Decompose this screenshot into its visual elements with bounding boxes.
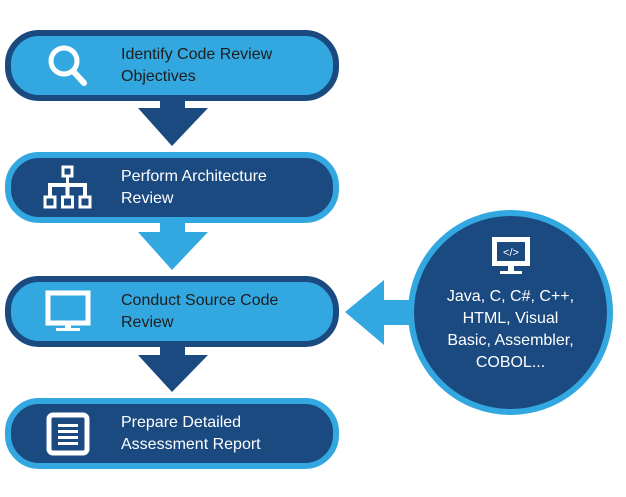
step-label: Prepare Detailed Assessment Report xyxy=(121,413,261,453)
supported-languages-bubble: </> Java, C, C#, C++, HTML, Visual Basic… xyxy=(408,210,613,415)
step-assessment-report: Prepare Detailed Assessment Report xyxy=(5,398,339,469)
arrow-languages-to-step3 xyxy=(345,280,418,345)
arrow-step1-to-step2 xyxy=(138,100,208,146)
step-label: Conduct Source Code Review xyxy=(121,291,279,331)
magnifier-icon xyxy=(41,39,95,93)
step-architecture-review: Perform Architecture Review xyxy=(5,152,339,223)
arrow-step2-to-step3 xyxy=(138,222,208,270)
arrow-step3-to-step4 xyxy=(138,346,208,392)
code-glyph: </> xyxy=(503,247,519,259)
step-identify-objectives: Identify Code Review Objectives xyxy=(5,30,339,101)
step-source-code-review: Conduct Source Code Review xyxy=(5,276,339,347)
languages-list: Java, C, C#, C++, HTML, Visual Basic, As… xyxy=(446,288,575,371)
step-label: Perform Architecture Review xyxy=(121,167,267,207)
step-label: Identify Code Review Objectives xyxy=(121,45,273,85)
monitor-icon xyxy=(41,285,95,339)
code-monitor-icon: </> xyxy=(489,234,533,278)
document-icon xyxy=(41,407,95,461)
hierarchy-icon xyxy=(41,161,95,215)
